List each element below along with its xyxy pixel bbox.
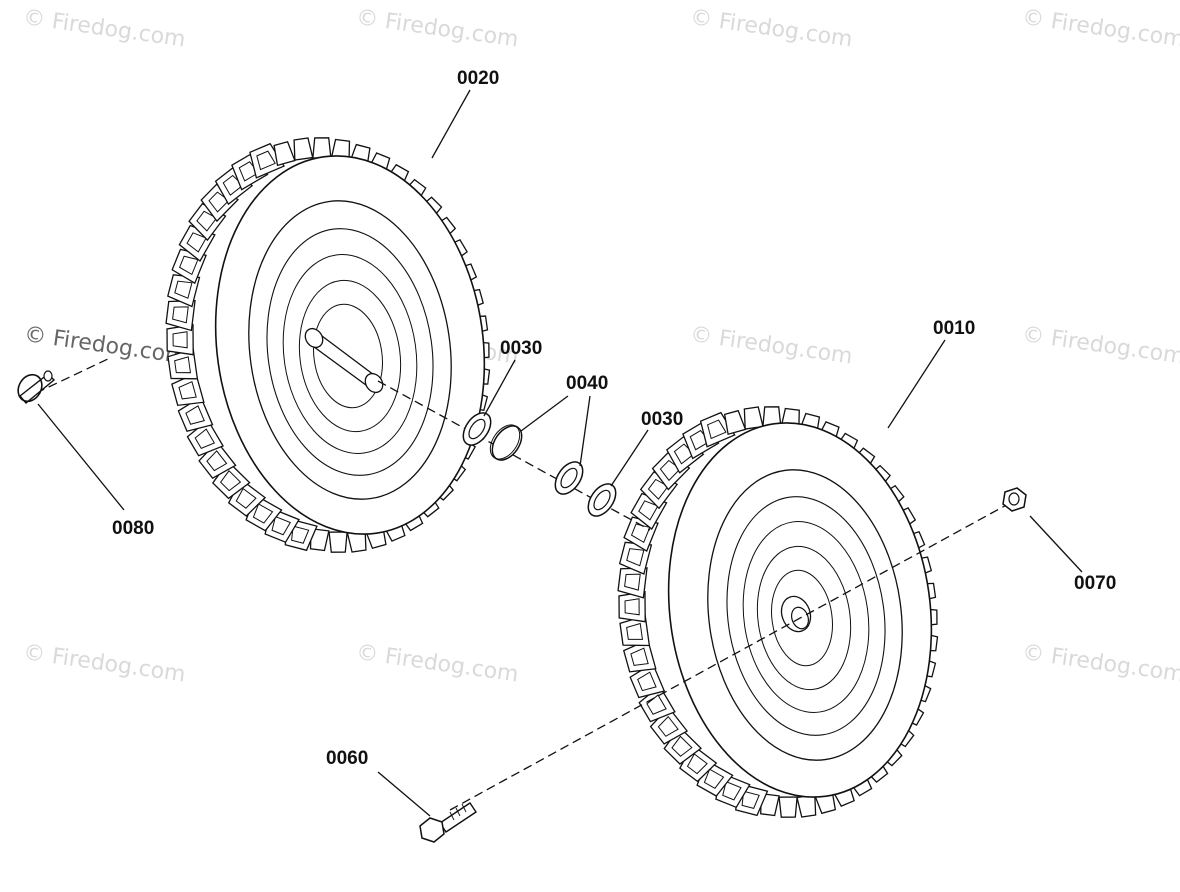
tread-block <box>328 531 348 553</box>
right-rim-ring <box>771 569 833 667</box>
hex-nut-0070 <box>1002 487 1027 512</box>
washer-0030-upper <box>462 412 492 446</box>
callout-0070: 0070 <box>1074 573 1116 594</box>
tread-block <box>741 406 764 430</box>
callout-0030-upper: 0030 <box>500 338 542 359</box>
lynch-pin-0080 <box>17 370 56 404</box>
right-rim-ring <box>742 521 870 713</box>
callout-0010: 0010 <box>933 318 975 339</box>
right-rim-ring <box>726 496 886 736</box>
callout-0080: 0080 <box>112 518 154 539</box>
hex-bolt-0060 <box>419 802 477 843</box>
left-rim-ring <box>298 279 402 433</box>
callout-0060: 0060 <box>326 748 368 769</box>
callout-0030-lower: 0030 <box>641 409 683 430</box>
callout-labels: 0020 0010 0030 0040 0030 0070 0060 0080 <box>112 68 1116 769</box>
leader-lines <box>37 89 1083 817</box>
washer-0040 <box>554 461 584 495</box>
washer-0030-lower <box>587 483 617 517</box>
right-rim-ring <box>756 545 852 691</box>
left-rim-ring <box>313 303 383 409</box>
tread-block <box>778 796 798 818</box>
left-rim-ring <box>282 254 418 454</box>
left-axle <box>304 327 384 394</box>
right-rim-outer <box>707 469 903 761</box>
tread-block <box>291 137 314 161</box>
callout-0040: 0040 <box>566 373 608 394</box>
callout-0020: 0020 <box>457 68 499 89</box>
left-rim-outer <box>248 200 452 500</box>
left-wheel-assembly <box>164 137 491 553</box>
spacer-disc <box>489 424 523 461</box>
tread-block <box>796 794 819 818</box>
left-rim-ring <box>266 228 434 476</box>
right-wheel-assembly <box>616 406 939 818</box>
tread-block <box>312 137 332 159</box>
